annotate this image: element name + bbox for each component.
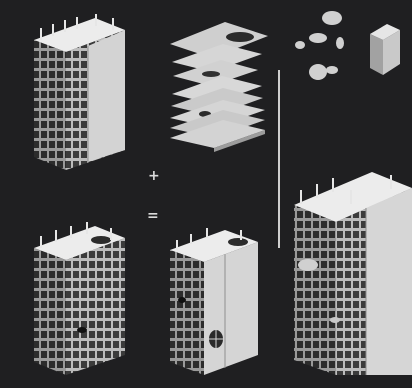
tower-closeup bbox=[294, 172, 412, 375]
base-tower bbox=[34, 14, 125, 170]
stone-fragments bbox=[295, 11, 344, 80]
tower-with-voids-skeleton bbox=[34, 222, 125, 375]
panel-divider bbox=[278, 70, 280, 248]
equals-glyph: = bbox=[147, 208, 159, 224]
tower-with-voids bbox=[170, 228, 258, 375]
plus-operator: + bbox=[148, 168, 160, 184]
floor-plate-stack bbox=[170, 22, 268, 152]
void-block bbox=[370, 24, 400, 75]
equals-operator: = bbox=[147, 208, 159, 224]
plus-glyph: + bbox=[148, 168, 160, 184]
